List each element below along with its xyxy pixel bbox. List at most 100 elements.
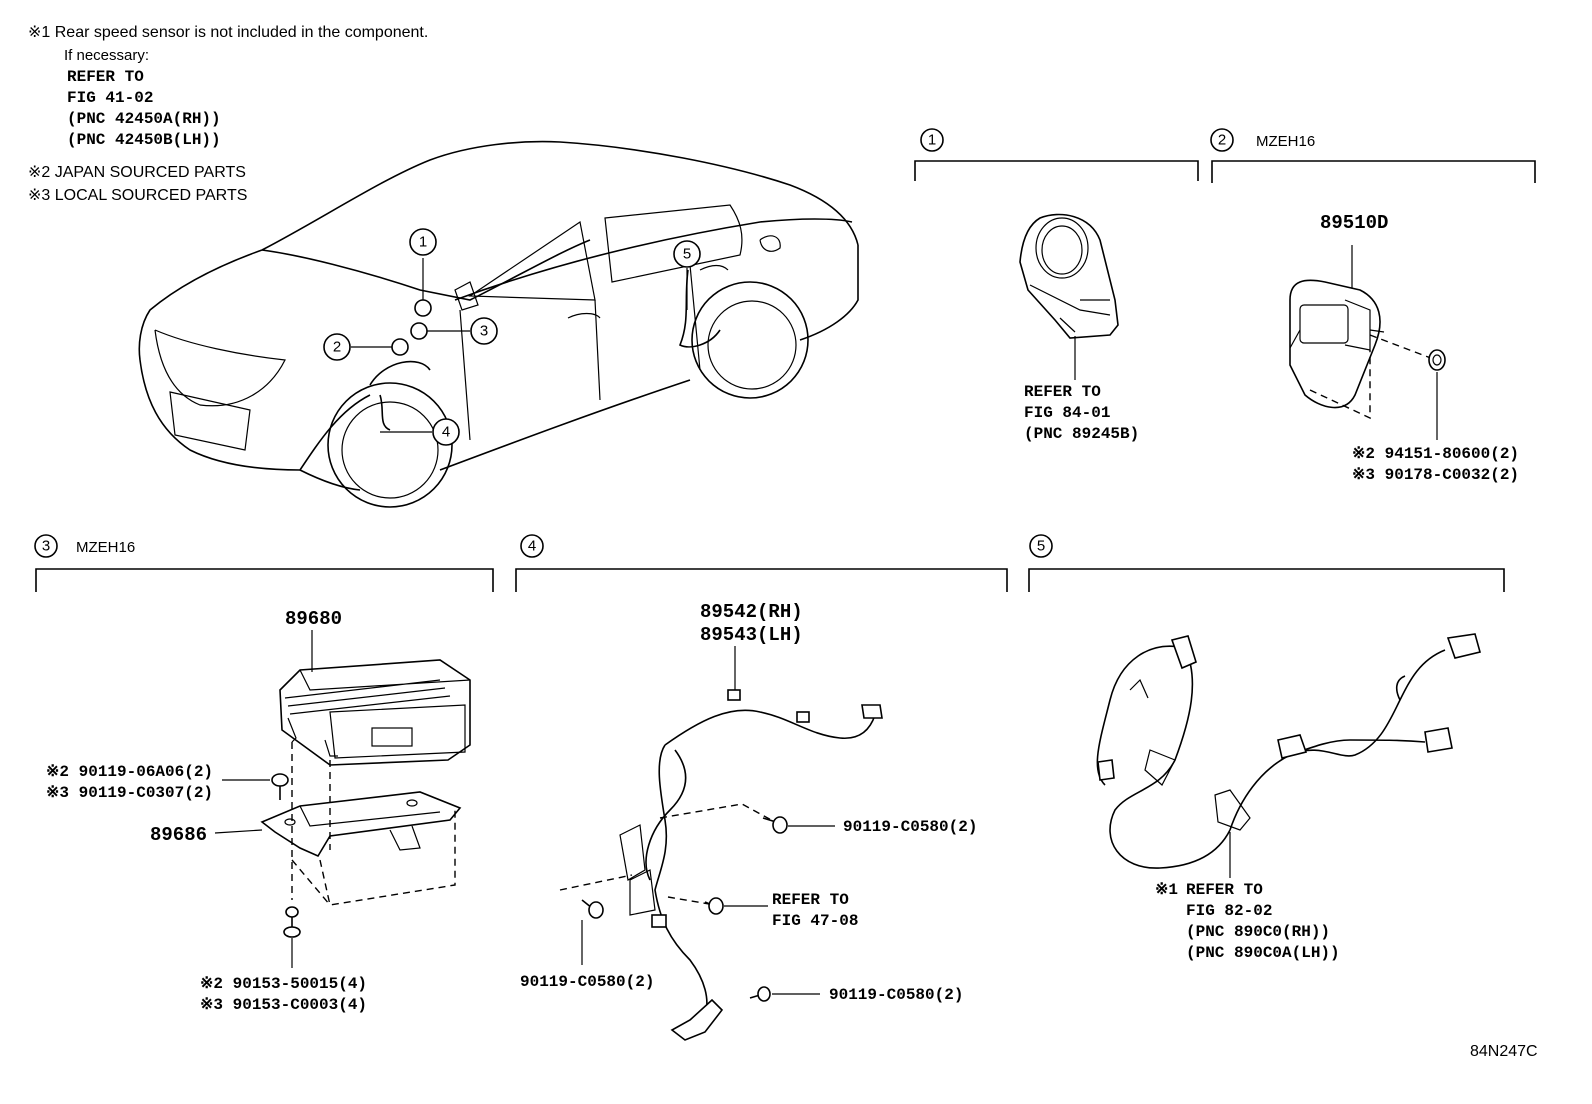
car-door-lines [459, 264, 701, 441]
yaw-sensor-drawing [1289, 245, 1385, 409]
bracket-drawing [260, 791, 462, 858]
section-4-number: 4 [528, 538, 536, 555]
section-1-ref-line1: REFER TO [1024, 383, 1101, 401]
car-beltline [454, 218, 853, 301]
section-1-ref-line3: (PNC 89245B) [1024, 425, 1139, 443]
section-3-number: 3 [42, 538, 50, 555]
harness-clip-3 [651, 914, 667, 928]
car-sensor-3 [410, 322, 428, 340]
section-3-model: MZEH16 [76, 539, 135, 556]
svg-text:3: 3 [480, 323, 488, 340]
section-2: 2 MZEH16 89510D ※2 94151-80600(2) ※3 901… [1210, 128, 1536, 484]
section-4-part-line2: 89543(LH) [700, 624, 803, 646]
note-3: ※3 LOCAL SOURCED PARTS [28, 187, 247, 204]
section-3-bracket-part: 89686 [150, 824, 207, 846]
section-5-ref-mark: ※1 [1155, 881, 1178, 899]
car-grille [169, 391, 251, 451]
section-2-bracket [1211, 160, 1536, 183]
note-1: ※1 Rear speed sensor is not included in … [28, 24, 428, 41]
section-3-bolt-top-1: ※2 90119-06A06(2) [46, 763, 213, 781]
section-2-marker [1210, 128, 1234, 152]
section-3-bracket-leader [214, 829, 263, 834]
note-2: ※2 JAPAN SOURCED PARTS [28, 164, 246, 181]
section-4-bolt-b-label: 90119-C0580(2) [520, 973, 654, 991]
svg-text:5: 5 [683, 246, 691, 263]
section-3-bracket [35, 568, 494, 592]
harness-clip-2 [796, 711, 810, 723]
car-roofline [261, 140, 859, 251]
rear-wire-harness [678, 269, 721, 348]
harness-clip-mid [1277, 734, 1308, 759]
section-4-ref-bolt [704, 897, 768, 915]
section-3: 3 MZEH16 89680 ※2 90119-06A06(2) ※3 9011… [34, 534, 494, 1014]
front-wire-harness [369, 360, 431, 431]
car-callout-1: 1 [409, 228, 437, 300]
section-2-fastener-2: ※3 90178-C0032(2) [1352, 466, 1519, 484]
section-4: 4 89542(RH) 89543(LH) 90119-C0580(2) [515, 534, 1008, 1041]
section-4-marker [520, 534, 544, 558]
wheel-sensor-head [670, 998, 724, 1041]
harness-clip-1 [727, 689, 741, 701]
section-2-fastener-1: ※2 94151-80600(2) [1352, 445, 1519, 463]
connector-left [1097, 759, 1115, 781]
car-door-handles [567, 264, 729, 319]
section-1-marker [920, 128, 944, 152]
car-side-lower [299, 245, 859, 491]
section-2-model: MZEH16 [1256, 133, 1315, 150]
car-callout-2: 2 [323, 333, 392, 361]
car-window-front [468, 220, 596, 301]
section-3-dash-lower [291, 810, 456, 906]
harness-connector [861, 704, 883, 719]
section-1-ref-line2: FIG 84-01 [1024, 404, 1110, 422]
section-3-bolt-bottom-1: ※2 90153-50015(4) [200, 975, 367, 993]
section-5-ref-line2: FIG 82-02 [1186, 902, 1272, 920]
rear-wheel [707, 300, 797, 390]
note-1-ref-line3: (PNC 42450A(RH)) [67, 110, 221, 128]
car-hood [138, 249, 263, 361]
note-1-ref-line4: (PNC 42450B(LH)) [67, 131, 221, 149]
harness-grommet [1170, 635, 1197, 670]
section-4-dash [559, 803, 776, 906]
note-1-ref-line2: FIG 41-02 [67, 89, 153, 107]
rear-wheel-arch [691, 281, 809, 399]
section-4-bolt-a-label: 90119-C0580(2) [843, 818, 977, 836]
note-1-ref-line1: REFER TO [67, 68, 144, 86]
section-4-ref-line1: REFER TO [772, 891, 849, 909]
section-4-bolt-c [749, 986, 820, 1002]
front-wheel [341, 401, 439, 499]
svg-text:4: 4 [442, 424, 450, 441]
section-5-ref-line3: (PNC 890C0(RH)) [1186, 923, 1330, 941]
section-3-bolt-top-2: ※3 90119-C0307(2) [46, 784, 213, 802]
section-3-marker [34, 534, 58, 558]
section-3-main-part: 89680 [285, 608, 342, 630]
section-5-number: 5 [1037, 538, 1045, 555]
section-2-part-number: 89510D [1320, 212, 1388, 234]
section-2-nut [1428, 349, 1446, 440]
section-3-bolt-bottom [283, 906, 301, 968]
car-sensor-2 [391, 338, 409, 356]
section-1-bracket [914, 160, 1199, 181]
front-wheel-arch [327, 382, 453, 508]
car-windshield [261, 239, 591, 301]
section-5-marker [1029, 534, 1053, 558]
section-1-number: 1 [928, 132, 936, 149]
car-window-rear [604, 204, 743, 283]
car-callout-5: 5 [673, 240, 701, 310]
section-5-bracket [1028, 568, 1505, 592]
car-illustration: 1 2 3 4 5 [138, 140, 859, 508]
section-3-bolt-bottom-2: ※3 90153-C0003(4) [200, 996, 367, 1014]
connector-right-bottom [1424, 727, 1453, 753]
car-headlight [154, 329, 286, 407]
steering-sensor-drawing [1019, 213, 1119, 380]
figure-code: 84N247C [1470, 1043, 1538, 1060]
section-5-ref-line4: (PNC 890C0A(LH)) [1186, 944, 1340, 962]
notes-block: ※1 Rear speed sensor is not included in … [28, 24, 428, 204]
section-4-bracket [515, 568, 1008, 592]
section-3-dash-upper [291, 742, 331, 850]
rear-speed-sensor-harness [1096, 633, 1481, 878]
section-4-bolt-b [581, 899, 604, 965]
car-callout-3: 3 [427, 317, 498, 345]
car-sensor-1 [414, 299, 432, 317]
